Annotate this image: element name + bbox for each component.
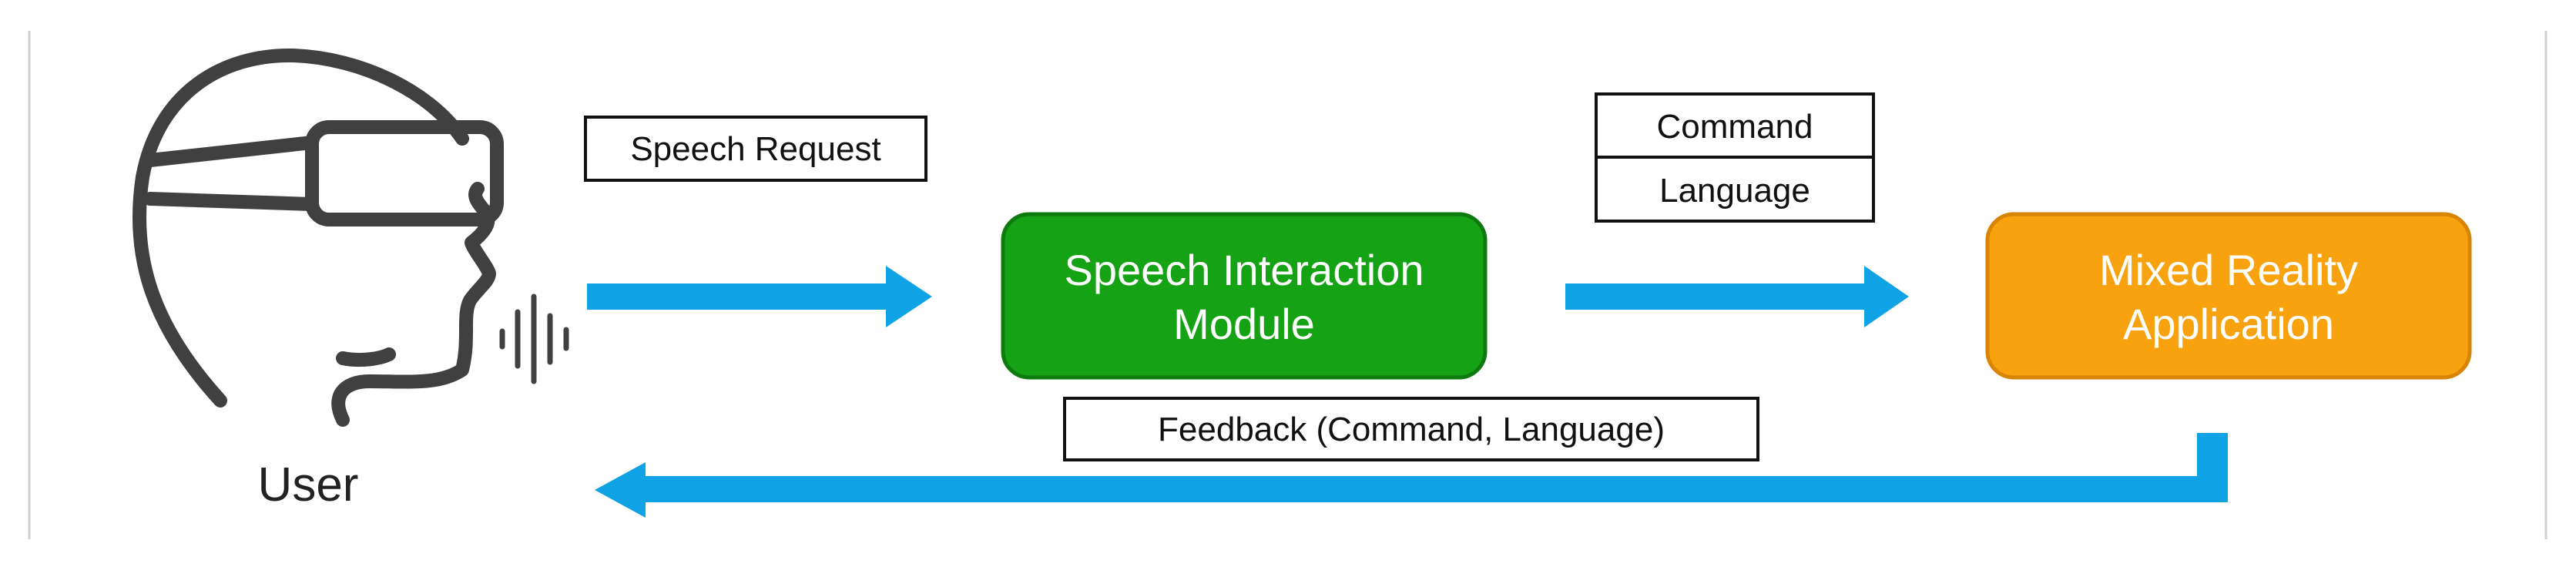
sound-wave-icon	[499, 294, 569, 384]
feedback-label: Feedback (Command, Language)	[1158, 411, 1665, 448]
speech-request-label-box	[584, 116, 927, 182]
language-label: Language	[1659, 172, 1810, 210]
mr-app-label-line1: Mixed Reality	[2099, 246, 2358, 294]
command-label: Command	[1657, 108, 1813, 146]
vr-headset-head-icon	[132, 48, 504, 427]
speech-interaction-module-node	[1001, 212, 1488, 380]
feedback-label-box	[1063, 397, 1759, 461]
speech-module-label-line1: Speech Interaction	[1065, 246, 1424, 294]
feedback-arrow	[595, 433, 2228, 518]
command-language-arrow	[1565, 266, 1909, 327]
mixed-reality-application-node	[1985, 212, 2472, 380]
speech-request-label: Speech Request	[630, 130, 880, 168]
speech-module-label-line2: Module	[1173, 300, 1315, 348]
user-label: User	[258, 458, 359, 512]
mr-app-label-line2: Application	[2123, 300, 2334, 348]
speech-request-arrow	[587, 266, 932, 327]
